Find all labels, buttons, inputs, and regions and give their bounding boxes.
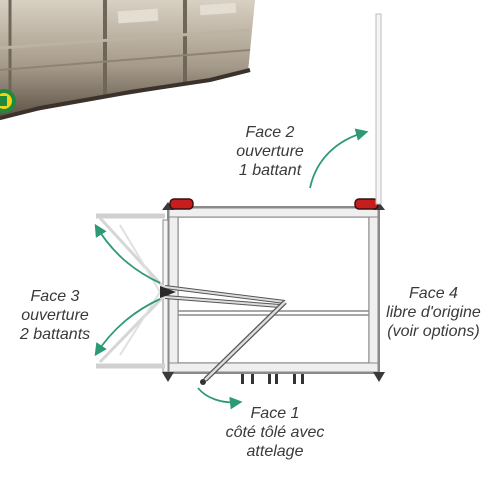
hitch-bolts	[241, 374, 304, 384]
face1-line-2: côté tôlé avec	[225, 424, 325, 441]
face3-line-2: ouverture	[21, 307, 89, 324]
trailer-photo	[0, 0, 255, 120]
face4-line-3: (voir options)	[387, 323, 480, 340]
tail-light-left	[169, 198, 194, 210]
face3-arrow-up	[94, 223, 161, 284]
face2-line-2: ouverture	[236, 143, 304, 160]
face1-line-1: Face 1	[250, 405, 300, 422]
face2-label: Face 2 ouverture 1 battant	[215, 123, 325, 180]
face4-label: Face 4 libre d'origine (voir options)	[378, 284, 489, 341]
face3-arrow-down	[94, 298, 161, 357]
face1-arrow	[197, 387, 243, 410]
tail-light-right	[354, 198, 379, 210]
face3-line-3: 2 battants	[19, 326, 91, 343]
arrows	[94, 128, 369, 410]
face1-line-3: attelage	[246, 443, 304, 460]
face1-label: Face 1 côté tôlé avec attelage	[205, 404, 345, 461]
face4-line-1: Face 4	[409, 285, 458, 302]
face2-line-1: Face 2	[245, 124, 295, 141]
face2-arrow	[309, 128, 369, 189]
face3-line-1: Face 3	[30, 288, 80, 305]
face4-line-2: libre d'origine	[386, 304, 481, 321]
brand-logo	[0, 89, 16, 113]
face3-label: Face 3 ouverture 2 battants	[0, 287, 110, 344]
face2-door	[375, 13, 382, 205]
face2-line-3: 1 battant	[238, 162, 302, 179]
drawbar	[160, 285, 287, 385]
